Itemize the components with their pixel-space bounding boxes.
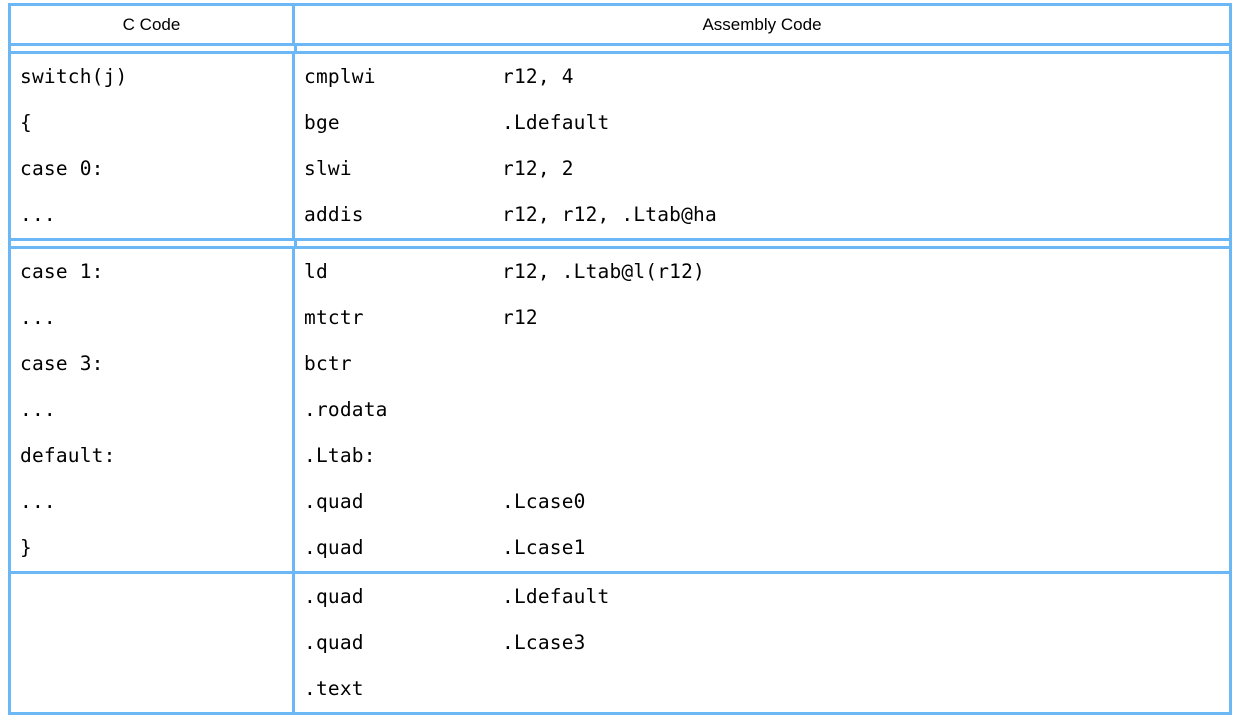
assembly-code-cell: mtctr r12 [293, 295, 1231, 341]
column-header-c-code: C Code [9, 4, 295, 43]
group-separator-left [9, 238, 295, 249]
assembly-mnemonic: .quad [304, 536, 364, 559]
c-code-cell: ... [9, 295, 295, 341]
table-row: ... mtctr r12 [9, 295, 1231, 341]
table-row: case 3: bctr [9, 341, 1231, 387]
assembly-operand: .Ldefault [502, 111, 610, 134]
table-row: default: .Ltab: [9, 433, 1231, 479]
assembly-operand: r12, 4 [502, 65, 574, 88]
table-row: case 1: ld r12, .Ltab@l(r12) [9, 249, 1231, 295]
group-separator-rule [9, 238, 1231, 249]
c-code-cell [9, 666, 295, 714]
assembly-mnemonic: slwi [304, 157, 352, 180]
c-code-cell: case 0: [9, 146, 295, 192]
table-body: switch(j) cmplwi r12, 4 { bge .Ldefault case 0… [9, 54, 1231, 714]
c-code-cell: ... [9, 387, 295, 433]
table-row: ... .rodata [9, 387, 1231, 433]
assembly-mnemonic: .quad [304, 631, 364, 654]
assembly-code-cell: .text [293, 666, 1231, 714]
group-separator-left [9, 571, 295, 574]
header-separator-rule [9, 43, 1231, 54]
assembly-mnemonic: ld [304, 260, 328, 283]
assembly-mnemonic: mtctr [304, 306, 364, 329]
table-row: .quad .Lcase3 [9, 620, 1231, 666]
c-code-cell: ... [9, 479, 295, 525]
assembly-operand: .Ldefault [502, 585, 610, 608]
assembly-mnemonic: .text [304, 677, 364, 700]
table-row: ... .quad .Lcase0 [9, 479, 1231, 525]
assembly-mnemonic: .quad [304, 490, 364, 513]
table-row: } .quad .Lcase1 [9, 525, 1231, 571]
c-code-cell: ... [9, 192, 295, 238]
assembly-mnemonic: .Ltab: [304, 444, 376, 467]
group-separator-rule [9, 571, 1231, 574]
c-code-cell: case 3: [9, 341, 295, 387]
assembly-mnemonic: .quad [304, 585, 364, 608]
header-separator-right [293, 43, 1231, 54]
assembly-code-cell: .quad .Lcase0 [293, 479, 1231, 525]
assembly-operand: r12, 2 [502, 157, 574, 180]
assembly-code-cell: slwi r12, 2 [293, 146, 1231, 192]
table-row: case 0: slwi r12, 2 [9, 146, 1231, 192]
assembly-code-cell: bge .Ldefault [293, 100, 1231, 146]
assembly-code-cell: .quad .Lcase3 [293, 620, 1231, 666]
assembly-code-cell: bctr [293, 341, 1231, 387]
c-code-cell: switch(j) [9, 54, 295, 100]
assembly-code-cell: .quad .Ldefault [293, 574, 1231, 620]
table-row: .text [9, 666, 1231, 714]
c-code-cell: } [9, 525, 295, 571]
assembly-code-cell: ld r12, .Ltab@l(r12) [293, 249, 1231, 295]
assembly-mnemonic: bctr [304, 352, 352, 375]
c-code-cell [9, 574, 295, 620]
assembly-code-cell: addis r12, r12, .Ltab@ha [293, 192, 1231, 238]
assembly-code-cell: .rodata [293, 387, 1231, 433]
assembly-mnemonic: addis [304, 203, 364, 226]
assembly-operand: r12, .Ltab@l(r12) [502, 260, 705, 283]
table-row: { bge .Ldefault [9, 100, 1231, 146]
table-row: ... addis r12, r12, .Ltab@ha [9, 192, 1231, 238]
column-header-assembly-code: Assembly Code [293, 4, 1231, 43]
header-separator-left [9, 43, 295, 54]
c-code-cell: default: [9, 433, 295, 479]
table-header: C Code Assembly Code [9, 4, 1231, 54]
table-row: switch(j) cmplwi r12, 4 [9, 54, 1231, 100]
code-comparison-table-container: C Code Assembly Code switch(j) cmplwi r12,… [8, 3, 1233, 715]
table-header-row: C Code Assembly Code [9, 4, 1231, 43]
assembly-operand: .Lcase3 [502, 631, 586, 654]
assembly-operand: r12 [502, 306, 538, 329]
assembly-operand: r12, r12, .Ltab@ha [502, 203, 717, 226]
assembly-mnemonic: .rodata [304, 398, 388, 421]
assembly-mnemonic: cmplwi [304, 65, 376, 88]
table-row: .quad .Ldefault [9, 574, 1231, 620]
assembly-code-cell: .quad .Lcase1 [293, 525, 1231, 571]
group-separator-right [293, 571, 1231, 574]
c-code-cell: case 1: [9, 249, 295, 295]
assembly-mnemonic: bge [304, 111, 340, 134]
assembly-code-cell: .Ltab: [293, 433, 1231, 479]
c-code-cell [9, 620, 295, 666]
assembly-code-cell: cmplwi r12, 4 [293, 54, 1231, 100]
assembly-operand: .Lcase0 [502, 490, 586, 513]
assembly-operand: .Lcase1 [502, 536, 586, 559]
group-separator-right [293, 238, 1231, 249]
c-code-cell: { [9, 100, 295, 146]
code-comparison-table: C Code Assembly Code switch(j) cmplwi r12,… [8, 3, 1232, 715]
